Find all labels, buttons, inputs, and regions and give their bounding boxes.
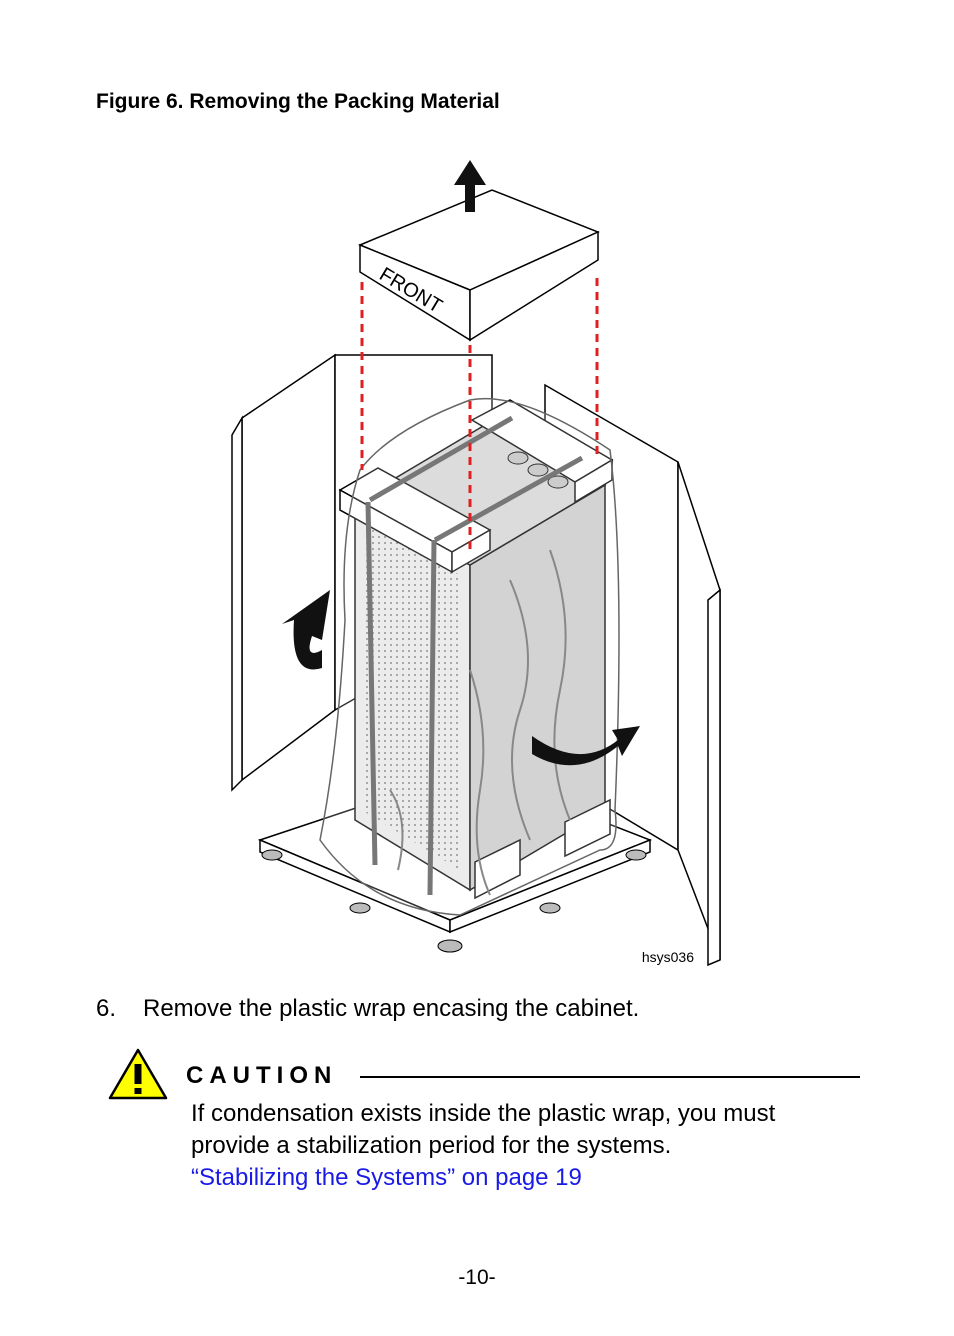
- rotate-right-arrow-icon: [532, 726, 640, 766]
- lift-up-arrow-icon: [454, 160, 486, 212]
- caution-text: If condensation exists inside the plasti…: [191, 1100, 776, 1159]
- step-text: Remove the plastic wrap encasing the cab…: [143, 995, 640, 1022]
- page-number: -10-: [458, 1266, 496, 1289]
- plastic-wrap: [319, 397, 620, 916]
- alignment-guide-lines: [360, 278, 599, 550]
- wrap-folds: [389, 549, 571, 896]
- caution-divider: [360, 1076, 860, 1078]
- artwork-id: hsys036: [642, 949, 694, 965]
- caution-body: If condensation exists inside the plasti…: [191, 1098, 791, 1194]
- packing-removal-illustration: FRONT hsys036: [231, 160, 721, 967]
- warning-triangle-icon: [108, 1048, 168, 1100]
- figure-caption: Figure 6. Removing the Packing Material: [96, 90, 500, 113]
- rotate-left-arrow-icon: [282, 590, 330, 670]
- stabilizing-systems-link[interactable]: “Stabilizing the Systems” on page 19: [191, 1164, 582, 1191]
- caution-title: CAUTION: [186, 1062, 338, 1089]
- step-6: 6. Remove the plastic wrap encasing the c…: [96, 995, 639, 1023]
- step-number: 6.: [96, 995, 117, 1022]
- straps: [365, 415, 584, 896]
- shipping-lid: FRONT: [358, 189, 600, 342]
